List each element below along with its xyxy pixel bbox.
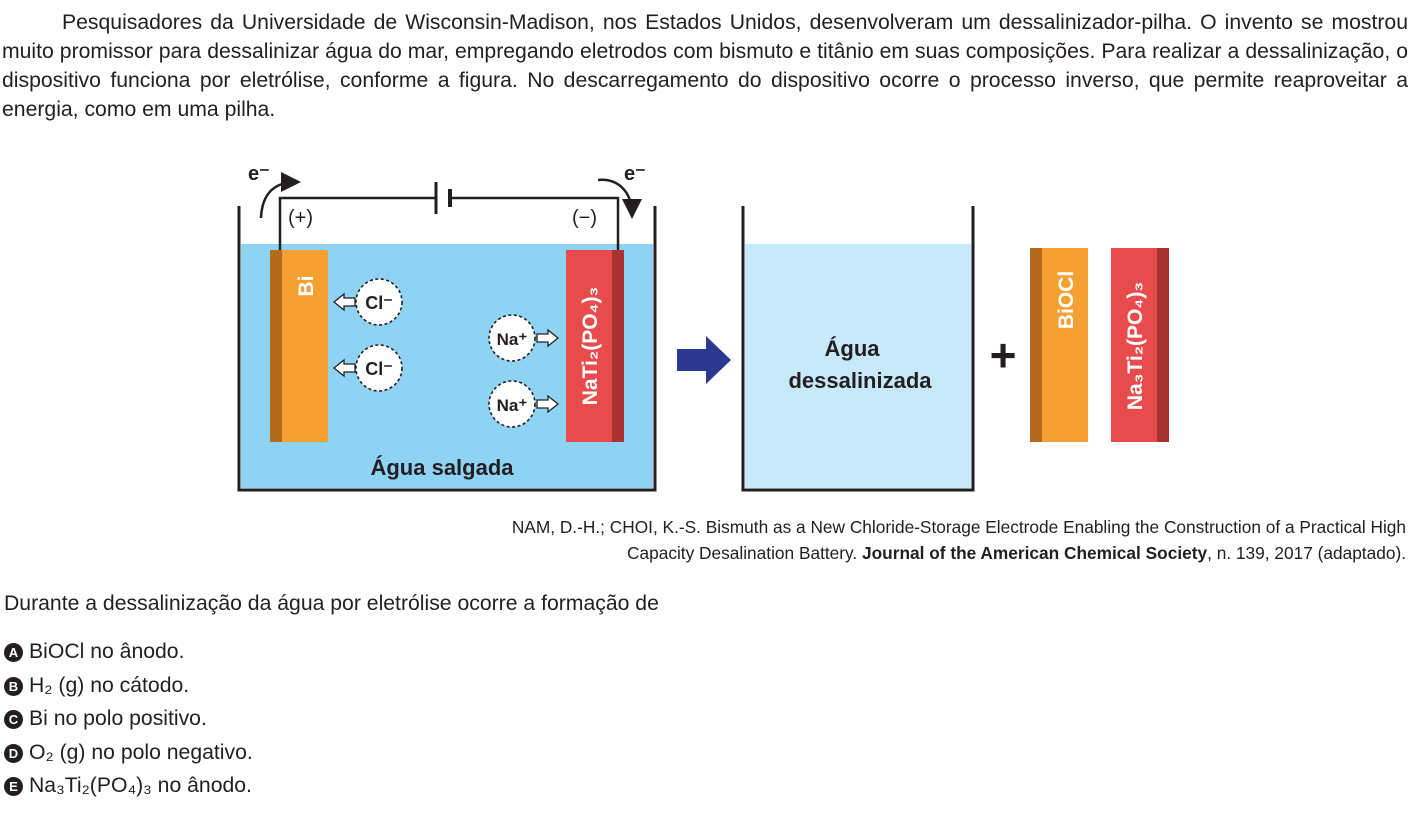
- biocl-electrode-edge: [1030, 248, 1042, 442]
- desalinated-label-line1: Água: [825, 336, 881, 361]
- plus-sign: +: [990, 329, 1017, 381]
- option-text: O₂ (g) no polo negativo.: [29, 740, 253, 764]
- circuit-wire: [278, 196, 620, 250]
- option-text: Na₃Ti₂(PO₄)₃ no ânodo.: [29, 774, 252, 797]
- positive-pole-label: (+): [288, 207, 313, 229]
- option-letter-badge: E: [4, 777, 23, 796]
- chloride-ion-1: Cl⁻: [332, 278, 403, 326]
- negative-pole-label: (−): [572, 207, 597, 229]
- citation-line2: Capacity Desalination Battery. Journal o…: [627, 543, 1406, 563]
- na3ti-electrode-edge: [1157, 248, 1169, 442]
- biocl-label: BiOCl: [1055, 271, 1078, 329]
- citation-line1: NAM, D.-H.; CHOI, K.-S. Bismuth as a New…: [511, 517, 1406, 537]
- intro-paragraph: Pesquisadores da Universidade de Wiscons…: [2, 8, 1408, 124]
- electron-arrow-left: [259, 172, 301, 219]
- svg-text:Cl⁻: Cl⁻: [365, 293, 393, 313]
- question-stem: Durante a dessalinização da água por ele…: [4, 592, 659, 615]
- bi-electrode-edge: [270, 250, 282, 442]
- option-a[interactable]: A BiOCl no ânodo.: [4, 640, 253, 674]
- option-letter-badge: B: [4, 676, 23, 696]
- sodium-ion-1: Na⁺: [488, 314, 560, 362]
- right-beaker: [741, 206, 975, 492]
- desalinated-label-line2: dessalinizada: [788, 368, 932, 393]
- process-arrow: [677, 336, 731, 384]
- bi-label: Bi: [295, 276, 318, 297]
- desalinated-water: [745, 244, 971, 488]
- nati-electrode: [566, 250, 612, 442]
- electron-left-label: e⁻: [248, 163, 270, 185]
- option-d[interactable]: D O₂ (g) no polo negativo.: [4, 741, 253, 775]
- sodium-ion-2: Na⁺: [488, 380, 560, 428]
- option-text: H₂ (g) no cátodo.: [29, 673, 190, 697]
- citation: NAM, D.-H.; CHOI, K.-S. Bismuth as a New…: [206, 514, 1406, 566]
- option-b[interactable]: B H₂ (g) no cátodo.: [4, 674, 253, 708]
- svg-text:Cl⁻: Cl⁻: [365, 359, 393, 379]
- electron-right-label: e⁻: [624, 163, 646, 185]
- option-e[interactable]: E Na₃Ti₂(PO₄)₃ no ânodo.: [4, 774, 253, 808]
- journal-name: Journal of the American Chemical Society: [862, 543, 1208, 563]
- option-text: Bi no polo positivo.: [29, 707, 207, 730]
- nati-electrode-edge: [612, 250, 624, 442]
- nati-label: NaTi₂(PO₄)₃: [579, 287, 602, 406]
- option-letter-badge: A: [4, 643, 23, 662]
- option-text: BiOCl no ânodo.: [29, 640, 185, 663]
- svg-text:Na⁺: Na⁺: [497, 330, 528, 349]
- svg-text:Na⁺: Na⁺: [497, 396, 528, 415]
- biocl-electrode: [1042, 248, 1088, 442]
- option-c[interactable]: C Bi no polo positivo.: [4, 707, 253, 741]
- bi-electrode: [282, 250, 328, 442]
- option-letter-badge: D: [4, 743, 23, 763]
- intro-text: Pesquisadores da Universidade de Wiscons…: [2, 11, 1408, 121]
- option-letter-badge: C: [4, 710, 23, 729]
- chloride-ion-2: Cl⁻: [332, 344, 403, 392]
- answer-options: A BiOCl no ânodo. B H₂ (g) no cátodo. C Bi …: [4, 640, 253, 808]
- electron-arrow-right: [597, 178, 642, 219]
- electrolysis-figure: Bi NaTi₂(PO₄)₃ e⁻ e⁻ (+) (−) Cl⁻ Cl⁻ Na⁺…: [237, 163, 1169, 492]
- salt-water-label: Água salgada: [370, 455, 514, 480]
- na3ti-electrode: [1111, 248, 1157, 442]
- left-beaker: [237, 206, 657, 492]
- na3ti-label: Na₃Ti₂(PO₄)₃: [1124, 282, 1147, 410]
